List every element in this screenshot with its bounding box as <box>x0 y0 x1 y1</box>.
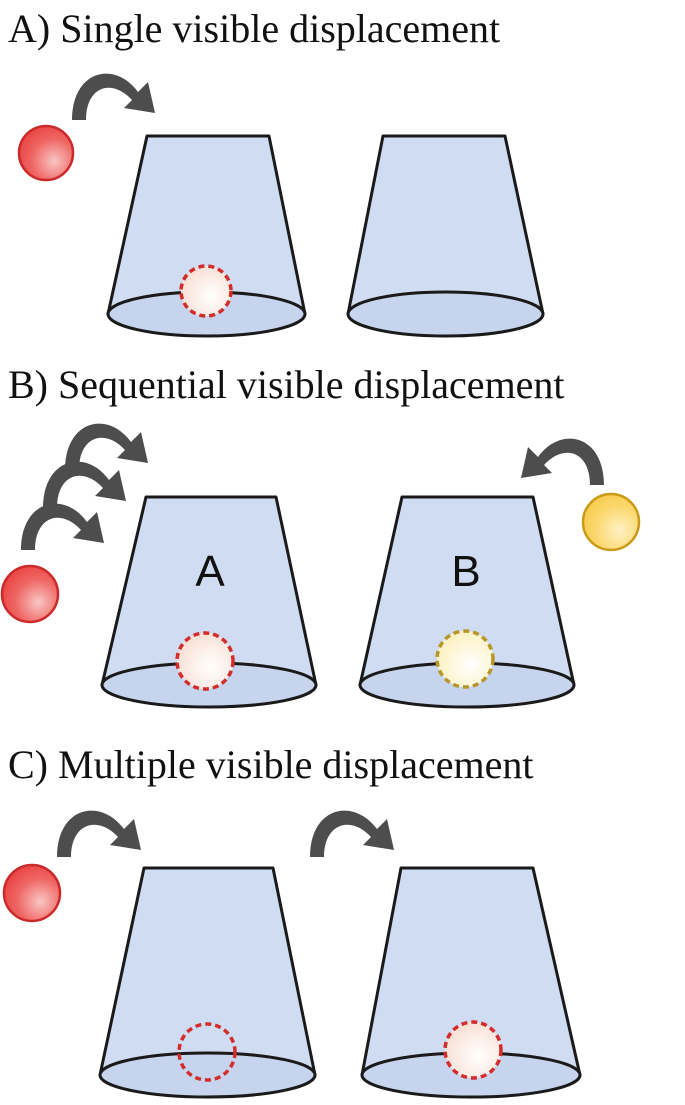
arrow-icon <box>43 461 126 508</box>
red-ball <box>17 124 75 182</box>
panel-b: B) Sequential visible displacement A B <box>0 362 641 709</box>
hidden-red-ball <box>175 631 235 691</box>
hidden-red-ball <box>179 264 233 318</box>
panel-c: C) Multiple visible displacement <box>2 742 582 1099</box>
cup-right <box>360 866 582 1099</box>
hidden-red-ball-empty <box>177 1022 237 1082</box>
arrow-icon <box>21 503 104 550</box>
panel-a-title: A) Single visible displacement <box>8 6 500 51</box>
arrow-icon <box>310 810 394 857</box>
cup-right <box>346 134 545 338</box>
cup-a: A <box>100 495 318 709</box>
cup-b: B <box>358 495 576 709</box>
cup-label-b: B <box>451 547 480 596</box>
hidden-red-ball <box>443 1020 503 1080</box>
cup-left <box>106 134 307 338</box>
arrow-icon <box>521 438 604 485</box>
panel-b-title: B) Sequential visible displacement <box>8 362 565 407</box>
arrow-icon <box>65 423 148 470</box>
panel-a: A) Single visible displacement <box>8 6 545 338</box>
arrow-icon <box>72 73 155 120</box>
cup-label-a: A <box>195 547 225 596</box>
panel-c-title: C) Multiple visible displacement <box>8 742 533 787</box>
red-ball <box>0 564 60 624</box>
hidden-yellow-ball <box>435 629 495 689</box>
red-ball <box>2 863 62 923</box>
yellow-ball <box>581 492 641 552</box>
cup-left <box>98 866 317 1099</box>
arrow-icon <box>57 810 141 857</box>
